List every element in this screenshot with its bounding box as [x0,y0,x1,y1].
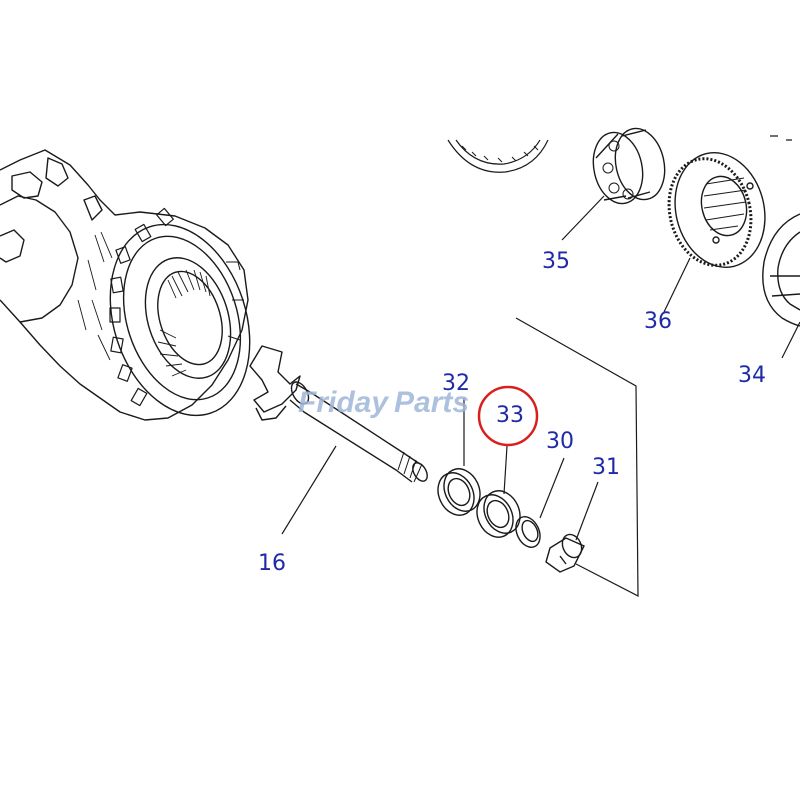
label-part-36: 36 [644,309,672,334]
label-part-35: 35 [542,249,570,274]
label-part-32: 32 [442,371,470,396]
seal-32-drawing [437,468,481,516]
label-part-16: 16 [258,551,286,576]
axle-shaft-16-drawing [249,345,428,483]
label-part-30: 30 [546,429,574,454]
gear-fragment-drawing [447,135,792,173]
label-part-31: 31 [592,455,620,480]
highlight-circle [477,385,539,447]
drum-34-drawing [762,213,800,327]
group-bracket-line [515,317,639,597]
leader-lines [281,195,800,541]
ring-30-drawing [515,516,541,548]
seal-33-drawing [476,490,521,538]
bushing-31-drawing [545,533,585,573]
bearing-35-drawing [592,127,666,205]
gear-36-drawing [667,152,766,268]
label-part-34: 34 [738,363,766,388]
axle-housing-drawing [0,149,251,421]
label-part-33: 33 [496,403,524,428]
